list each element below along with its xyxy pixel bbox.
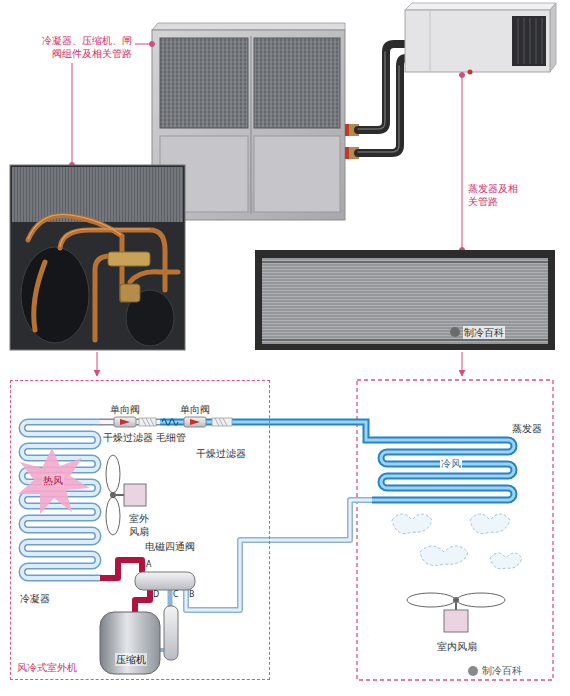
refrigerant-pipes: [358, 44, 408, 153]
component-label: 单向阀: [110, 403, 140, 416]
component-label: 室内风扇: [437, 640, 477, 653]
capillary-tube: [162, 419, 178, 425]
watermark: 制冷百科: [463, 326, 505, 339]
indoor-unit-region: [357, 380, 553, 680]
compressor-photo: [10, 165, 185, 350]
component-label: 单向阀: [180, 403, 210, 416]
hot-air-burst: [18, 448, 90, 514]
air-label: 热风: [42, 474, 64, 487]
check-valve: [114, 417, 206, 427]
component-label: 室外风扇: [129, 512, 151, 538]
port-letter: A: [146, 561, 151, 569]
callout-label: 冷凝器、压缩机、闸阀组件及相关管路: [40, 34, 132, 60]
evaporator-photo: [255, 250, 555, 350]
component-label: 冷凝器: [20, 592, 50, 605]
four-way-valve: [135, 572, 195, 590]
port-letter: B: [189, 591, 195, 599]
port-letter: C: [173, 591, 179, 599]
component-label: 干燥过滤器: [103, 431, 153, 444]
air-label: 冷风: [440, 457, 462, 470]
cold-air: [392, 514, 522, 569]
port-letter: D: [153, 591, 159, 599]
component-label: 干燥过滤器: [196, 447, 246, 460]
compressor: [100, 606, 178, 674]
indoor-fan: [407, 593, 505, 632]
indoor-unit-photo: [405, 3, 556, 75]
watermark: 制冷百科: [481, 664, 523, 677]
component-label: 压缩机: [115, 653, 147, 666]
component-label: 毛细管: [156, 431, 186, 444]
region-label: 风冷式室外机: [17, 661, 77, 674]
component-label: 电磁四通阀: [145, 540, 195, 553]
component-label: 蒸发器: [512, 422, 542, 435]
filter-drier: [139, 418, 232, 426]
callout-label: 蒸发器及相关管路: [468, 182, 520, 208]
liquid-line: [100, 422, 514, 500]
